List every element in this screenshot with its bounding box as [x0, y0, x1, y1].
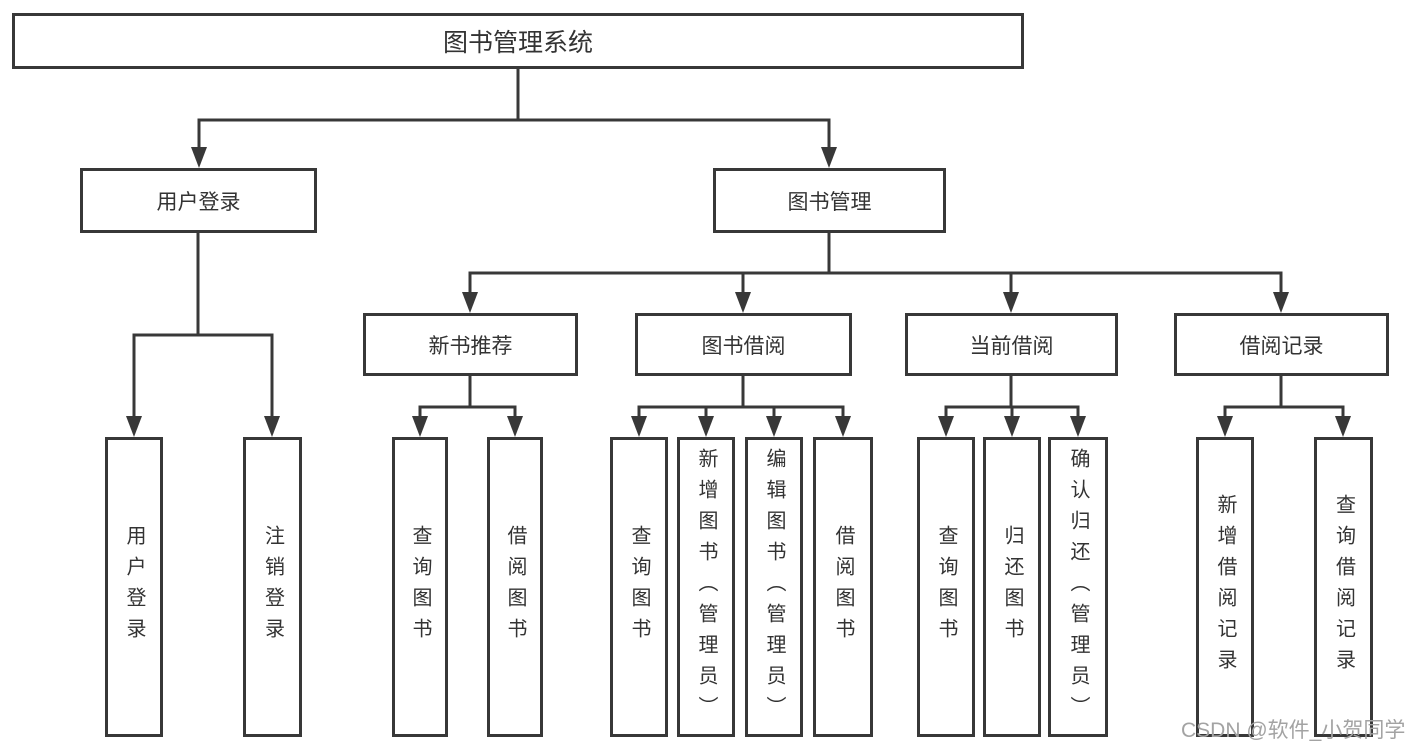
- node-label: 当前借阅: [969, 334, 1054, 358]
- node-label: 借阅图书: [832, 525, 854, 649]
- node-label: 用户登录: [123, 525, 145, 649]
- arrow-down-icon: [1217, 416, 1233, 437]
- arrow-down-icon: [412, 416, 428, 437]
- node-label: 查询图书: [628, 525, 650, 649]
- arrow-down-icon: [462, 292, 478, 313]
- leaf-edit-books-admin: 编辑图书（管理员）: [745, 437, 803, 737]
- node-label: 查询图书: [409, 525, 431, 649]
- connector-borrow-to-leaves: [637, 376, 845, 419]
- arrow-down-icon: [835, 416, 851, 437]
- arrow-down-icon: [1003, 292, 1019, 313]
- leaf-borrow-books-1: 借阅图书: [487, 437, 543, 737]
- node-label: 查询借阅记录: [1332, 494, 1355, 680]
- node-current-borrow: 当前借阅: [905, 313, 1118, 376]
- node-label: 图书借阅: [701, 334, 786, 358]
- leaf-logout: 注销登录: [243, 437, 302, 737]
- leaf-return-books: 归还图书: [983, 437, 1041, 737]
- node-library-system: 图书管理系统: [12, 13, 1024, 69]
- node-label: 图书管理: [787, 190, 872, 214]
- leaf-query-borrow-record: 查询借阅记录: [1314, 437, 1373, 737]
- arrow-down-icon: [735, 292, 751, 313]
- arrow-down-icon: [766, 416, 782, 437]
- node-label: 新增借阅记录: [1214, 494, 1236, 680]
- node-label: 确认归还（管理员）: [1067, 447, 1089, 727]
- node-book-borrow: 图书借阅: [635, 313, 852, 376]
- connector-newbook-to-leaves: [418, 376, 517, 419]
- node-label: 归还图书: [1001, 525, 1023, 649]
- arrow-down-icon: [126, 416, 142, 437]
- arrow-down-icon: [1004, 416, 1020, 437]
- node-label: 借阅图书: [504, 525, 526, 649]
- arrow-down-icon: [191, 147, 207, 168]
- node-label: 新书推荐: [428, 334, 513, 358]
- node-user-login: 用户登录: [80, 168, 317, 233]
- node-label: 借阅记录: [1239, 334, 1324, 358]
- connector-userlogin-to-leaves: [132, 233, 274, 419]
- node-label: 查询图书: [935, 525, 957, 649]
- connector-records-to-leaves: [1223, 376, 1345, 419]
- node-label: 用户登录: [156, 190, 241, 214]
- node-label: 新增图书（管理员）: [695, 447, 717, 727]
- leaf-confirm-return-admin: 确认归还（管理员）: [1048, 437, 1108, 737]
- leaf-add-borrow-record: 新增借阅记录: [1196, 437, 1254, 737]
- leaf-user-login: 用户登录: [105, 437, 163, 737]
- arrow-down-icon: [938, 416, 954, 437]
- arrow-down-icon: [1070, 416, 1086, 437]
- leaf-query-books-1: 查询图书: [392, 437, 448, 737]
- arrow-down-icon: [631, 416, 647, 437]
- node-label: 编辑图书（管理员）: [763, 447, 785, 727]
- connector-root-to-level2: [197, 68, 831, 150]
- node-label: 图书管理系统: [442, 29, 593, 57]
- leaf-borrow-books-2: 借阅图书: [813, 437, 873, 737]
- leaf-query-books-2: 查询图书: [610, 437, 668, 737]
- arrow-down-icon: [821, 147, 837, 168]
- arrow-down-icon: [264, 416, 280, 437]
- connector-bookmgmt-to-level3: [468, 233, 1283, 295]
- leaf-query-books-3: 查询图书: [917, 437, 975, 737]
- connector-current-to-leaves: [944, 376, 1080, 419]
- node-label: 注销登录: [261, 525, 284, 649]
- node-borrow-records: 借阅记录: [1174, 313, 1389, 376]
- arrow-down-icon: [1273, 292, 1289, 313]
- arrow-down-icon: [1335, 416, 1351, 437]
- node-new-book-recommend: 新书推荐: [363, 313, 578, 376]
- leaf-add-books-admin: 新增图书（管理员）: [677, 437, 735, 737]
- arrow-down-icon: [507, 416, 523, 437]
- node-book-management: 图书管理: [713, 168, 946, 233]
- watermark: CSDN @软件_小贺同学: [1181, 719, 1405, 742]
- arrow-down-icon: [698, 416, 714, 437]
- arrowheads: [126, 147, 1351, 437]
